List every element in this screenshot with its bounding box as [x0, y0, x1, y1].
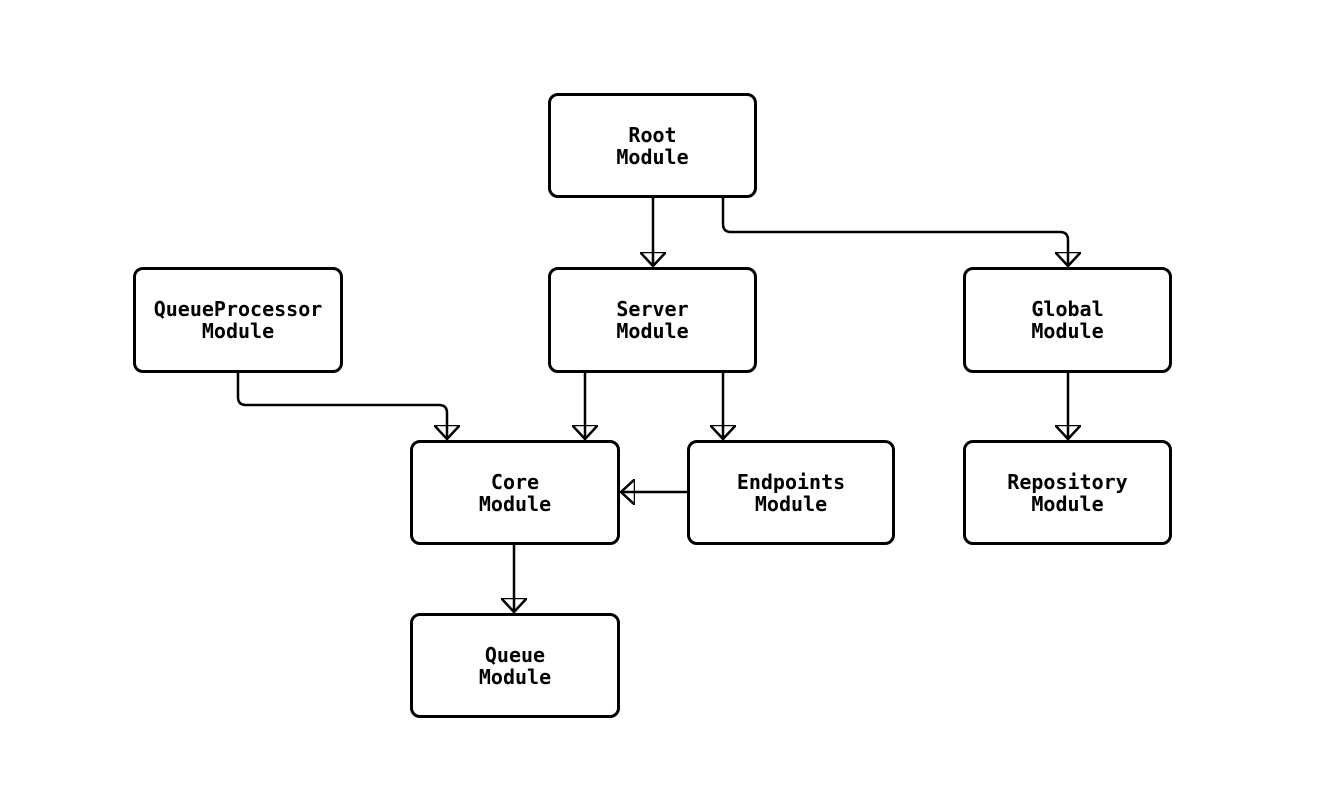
node-queueprocessor-module: QueueProcessor Module: [133, 267, 343, 373]
node-server-module-label: Server Module: [616, 297, 689, 343]
node-queueprocessor-module-label: QueueProcessor Module: [153, 297, 323, 343]
node-global-module-label: Global Module: [1031, 297, 1104, 343]
node-endpoints-module-label: Endpoints Module: [736, 469, 846, 516]
node-core-module-label: Core Module: [478, 469, 552, 516]
node-core-module: Core Module: [410, 440, 620, 545]
node-endpoints-module: Endpoints Module: [687, 440, 895, 545]
node-repository-module: Repository Module: [963, 440, 1172, 545]
edge-root-to-global: [721, 198, 1068, 266]
node-repository-module-label: Repository Module: [1007, 469, 1128, 516]
node-server-module: Server Module: [548, 267, 757, 373]
edge-queueprocessor-to-core: [236, 373, 447, 439]
node-queue-module-label: Queue Module: [478, 642, 552, 689]
node-queue-module: Queue Module: [410, 613, 620, 718]
node-global-module: Global Module: [963, 267, 1172, 373]
node-root-module: Root Module: [548, 93, 757, 198]
node-root-module-label: Root Module: [616, 122, 689, 169]
